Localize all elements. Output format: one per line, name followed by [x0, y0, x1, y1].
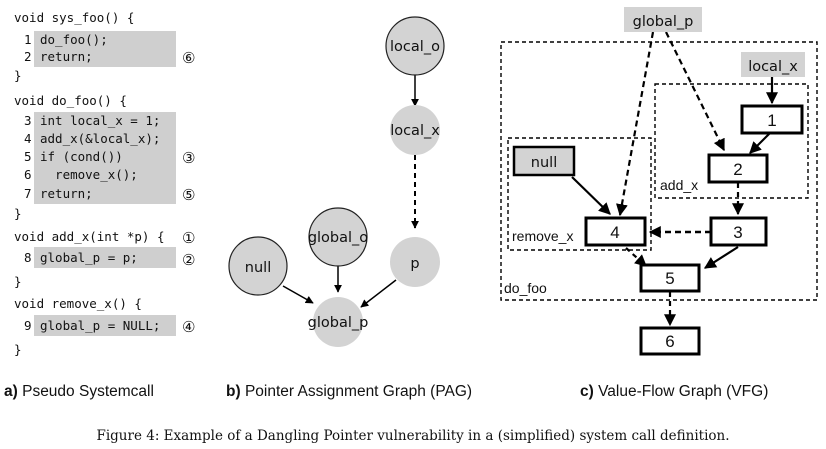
remove-x-signature: void remove_x() {	[14, 296, 142, 311]
scope-remove-x	[507, 137, 652, 251]
vfg-node-null	[512, 145, 576, 177]
code-line-3: int local_x = 1;	[40, 113, 160, 128]
pag-edge-null-to-global-p	[282, 285, 314, 304]
subcaption-a-letter: a)	[4, 383, 18, 400]
subcaption-a: a) Pseudo Systemcall	[4, 383, 154, 400]
step-marker-6: ⑥	[182, 49, 195, 67]
line-number-7: 7	[24, 186, 32, 201]
line-number-1: 1	[24, 32, 32, 47]
vfg-edge-3-to-5	[703, 246, 739, 269]
vfg-node-3-label: 3	[733, 223, 742, 242]
code-line-7: return;	[40, 186, 93, 201]
closing-brace: }	[14, 342, 22, 357]
closing-brace: }	[14, 68, 22, 83]
scope-do-foo	[500, 41, 818, 301]
subcaptions: a) Pseudo Systemcall b) Pointer Assignme…	[4, 383, 768, 400]
subcaption-a-text: Pseudo Systemcall	[18, 383, 154, 400]
code-line-9: global_p = NULL;	[40, 318, 160, 333]
step-marker-5: ⑤	[182, 186, 195, 204]
pag-node-global-p-label: global_p	[308, 315, 369, 331]
pag-node-local-x-label: local_x	[390, 123, 440, 139]
line-number-8: 8	[24, 250, 32, 265]
code-line-2: return;	[40, 49, 93, 64]
pag-node-global-o	[308, 207, 368, 267]
scope-add-x	[654, 83, 809, 199]
do-foo-code-block	[34, 112, 176, 204]
vfg-source-global-p-label: global_p	[633, 14, 694, 30]
vfg-source-global-p	[624, 7, 702, 32]
vfg-node-4	[584, 216, 647, 247]
pag-node-p-label: p	[410, 256, 419, 272]
sys-foo-signature: void sys_foo() {	[14, 10, 134, 25]
vfg-edge-null-to-4	[571, 176, 611, 215]
pag-panel: local_o local_x global_o null p global_p	[228, 16, 445, 347]
vfg-node-6	[639, 326, 701, 356]
figure-caption: Figure 4: Example of a Dangling Pointer …	[96, 428, 729, 444]
vfg-node-6-label: 6	[665, 332, 674, 351]
step-marker-1: ①	[182, 229, 195, 247]
code-line-4: add_x(&local_x);	[40, 131, 160, 146]
pag-node-local-o	[385, 16, 445, 76]
add-x-code-block	[34, 247, 176, 268]
vfg-source-local-x	[741, 52, 805, 77]
vfg-edge-1-to-2	[749, 132, 771, 154]
vfg-edge-global-p-to-4	[616, 31, 655, 217]
vfg-node-null-label: null	[531, 155, 557, 171]
pseudo-code-panel: void sys_foo() { 1 do_foo(); 2 return; ⑥…	[14, 10, 195, 357]
pag-edge-p-to-global-p	[360, 279, 397, 308]
closing-brace: }	[14, 206, 22, 221]
vfg-node-1	[740, 104, 804, 135]
line-number-2: 2	[24, 49, 32, 64]
vfg-node-4-label: 4	[610, 223, 619, 242]
pag-node-p	[390, 237, 440, 287]
step-marker-4: ④	[182, 318, 195, 336]
scope-remove-x-label: remove_x	[512, 228, 573, 244]
vfg-node-3	[709, 216, 768, 247]
vfg-node-5-label: 5	[665, 269, 674, 288]
add-x-signature: void add_x(int *p) {	[14, 229, 165, 244]
code-line-8: global_p = p;	[40, 250, 138, 265]
vfg-edge-4-to-5	[625, 247, 647, 267]
line-number-4: 4	[24, 131, 32, 146]
subcaption-b-letter: b)	[226, 383, 241, 400]
pag-node-global-o-label: global_o	[308, 230, 368, 246]
pag-node-global-p	[313, 297, 363, 347]
subcaption-c: c) Value-Flow Graph (VFG)	[580, 383, 768, 400]
do-foo-signature: void do_foo() {	[14, 93, 127, 108]
subcaption-b-text: Pointer Assignment Graph (PAG)	[241, 383, 472, 400]
sys-foo-code-block	[34, 31, 176, 67]
vfg-edge-global-p-to-2	[665, 31, 725, 152]
subcaption-c-text: Value-Flow Graph (VFG)	[594, 383, 769, 400]
line-number-9: 9	[24, 318, 32, 333]
pag-node-local-x	[390, 105, 440, 155]
code-line-6: remove_x();	[40, 167, 138, 182]
line-number-3: 3	[24, 113, 32, 128]
pag-node-local-o-label: local_o	[390, 39, 440, 55]
step-marker-2: ②	[182, 251, 195, 269]
closing-brace: }	[14, 274, 22, 289]
line-number-6: 6	[24, 167, 32, 182]
subcaption-b: b) Pointer Assignment Graph (PAG)	[226, 383, 472, 400]
pag-node-null	[228, 236, 288, 296]
code-line-1: do_foo();	[40, 32, 108, 47]
subcaption-c-letter: c)	[580, 383, 594, 400]
scope-do-foo-label: do_foo	[504, 280, 547, 296]
vfg-node-5	[639, 263, 701, 293]
vfg-node-2-label: 2	[733, 160, 742, 179]
vfg-node-2	[707, 153, 769, 184]
remove-x-code-block	[34, 315, 176, 336]
scope-add-x-label: add_x	[660, 177, 698, 193]
step-marker-3: ③	[182, 149, 195, 167]
line-number-5: 5	[24, 149, 32, 164]
pag-node-null-label: null	[245, 260, 271, 276]
code-line-5: if (cond())	[40, 149, 123, 164]
vfg-node-1-label: 1	[767, 111, 776, 130]
vfg-source-local-x-label: local_x	[748, 59, 798, 75]
vfg-panel: do_foo add_x remove_x global_p local_x n…	[500, 7, 818, 356]
